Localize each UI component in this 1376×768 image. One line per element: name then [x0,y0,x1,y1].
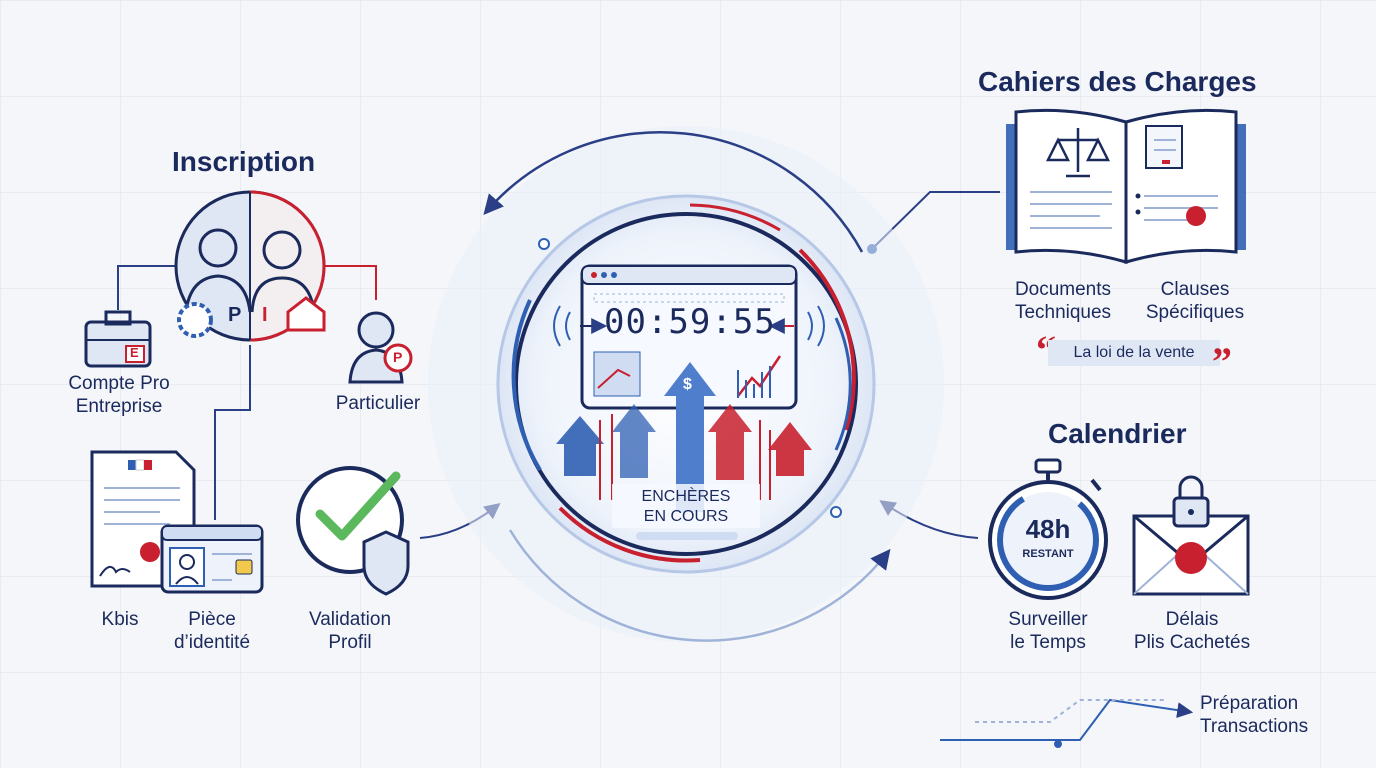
inscription-title: Inscription [172,146,316,177]
connectors [117,191,1194,748]
avatar-letter-p: P [228,304,242,326]
piece-identite-label: Pièce d’identité [173,609,251,653]
connector-preparation [940,698,1194,741]
particulier-label: Particulier [335,393,421,414]
compte-pro-label: Compte Pro Entreprise [68,373,170,417]
countdown-timer: 00:59:55 [604,302,776,342]
particulier-user-icon [348,311,413,384]
loi-de-la-vente-quote: La loi de la vente [1048,340,1220,366]
documents-techniques-label: Documents Techniques [1014,279,1112,323]
dollar-sign-icon: $ [683,376,692,393]
stopwatch-icon [988,458,1108,600]
cahiers-title: Cahiers des Charges [978,66,1257,97]
avatar-letter-i: I [262,304,268,326]
open-book-icon [1006,108,1246,264]
inscription-avatars [174,190,326,342]
connector-cahiers [874,191,1000,247]
surveiller-temps-label: Surveiller le Temps [1008,609,1088,653]
briefcase-icon [84,310,152,368]
kbis-label: Kbis [101,609,139,630]
validation-profil-label: Validation Profil [308,609,392,653]
validation-check-icon [296,466,410,596]
id-card-icon [160,524,264,594]
stopwatch-hours: 48h [1025,514,1071,544]
calendrier-title: Calendrier [1048,418,1187,449]
stopwatch-restant: RESTANT [1022,548,1074,560]
user-badge-letter: P [393,349,403,365]
preparation-transactions-label: Préparation Transactions [1200,693,1309,737]
connector-identite [214,345,251,520]
delais-plis-label: Délais Plis Cachetés [1133,609,1251,653]
quote-close-mark: ” [1212,339,1232,384]
sealed-envelope-icon [1132,475,1250,596]
clauses-specifiques-label: Clauses Spécifiques [1145,279,1245,323]
encheres-label: ENCHÈRES EN COURS [641,488,731,525]
briefcase-badge-letter: E [130,345,139,360]
center-hub [428,126,944,642]
connector-pro [117,265,178,310]
connector-particulier [320,265,377,300]
